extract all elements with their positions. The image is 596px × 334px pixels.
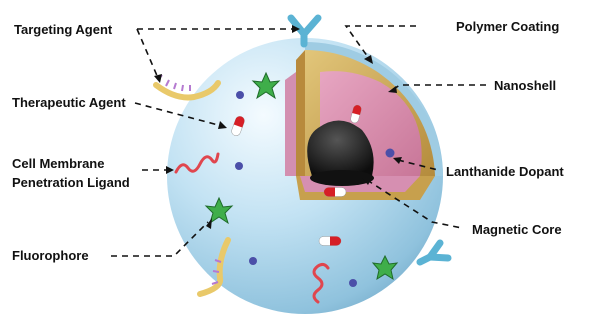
dopant-dot bbox=[236, 91, 244, 99]
label-fluorophore: Fluorophore bbox=[12, 248, 89, 263]
label-lanthanide-dopant: Lanthanide Dopant bbox=[446, 164, 564, 179]
label-therapeutic-agent: Therapeutic Agent bbox=[12, 95, 126, 110]
capsule-3 bbox=[324, 188, 346, 197]
dopant-dot bbox=[249, 257, 257, 265]
label-polymer-coating: Polymer Coating bbox=[456, 19, 559, 34]
arrow-targeting-ribbon bbox=[154, 74, 162, 83]
leader-targeting-agent-2 bbox=[137, 29, 158, 78]
dopant-dot bbox=[349, 279, 357, 287]
shell-cut-face-left bbox=[296, 50, 305, 176]
antibody-right bbox=[420, 243, 448, 262]
capsule-4 bbox=[319, 237, 341, 246]
interior-cut-face bbox=[285, 72, 296, 176]
label-magnetic-core: Magnetic Core bbox=[472, 222, 562, 237]
dopant-dot bbox=[235, 162, 243, 170]
label-targeting-agent: Targeting Agent bbox=[14, 22, 112, 37]
label-cell-membrane-line2: Penetration Ligand bbox=[12, 175, 130, 190]
dopant-dot bbox=[386, 149, 395, 158]
label-nanoshell: Nanoshell bbox=[494, 78, 556, 93]
label-cell-membrane-line1: Cell Membrane bbox=[12, 156, 104, 171]
